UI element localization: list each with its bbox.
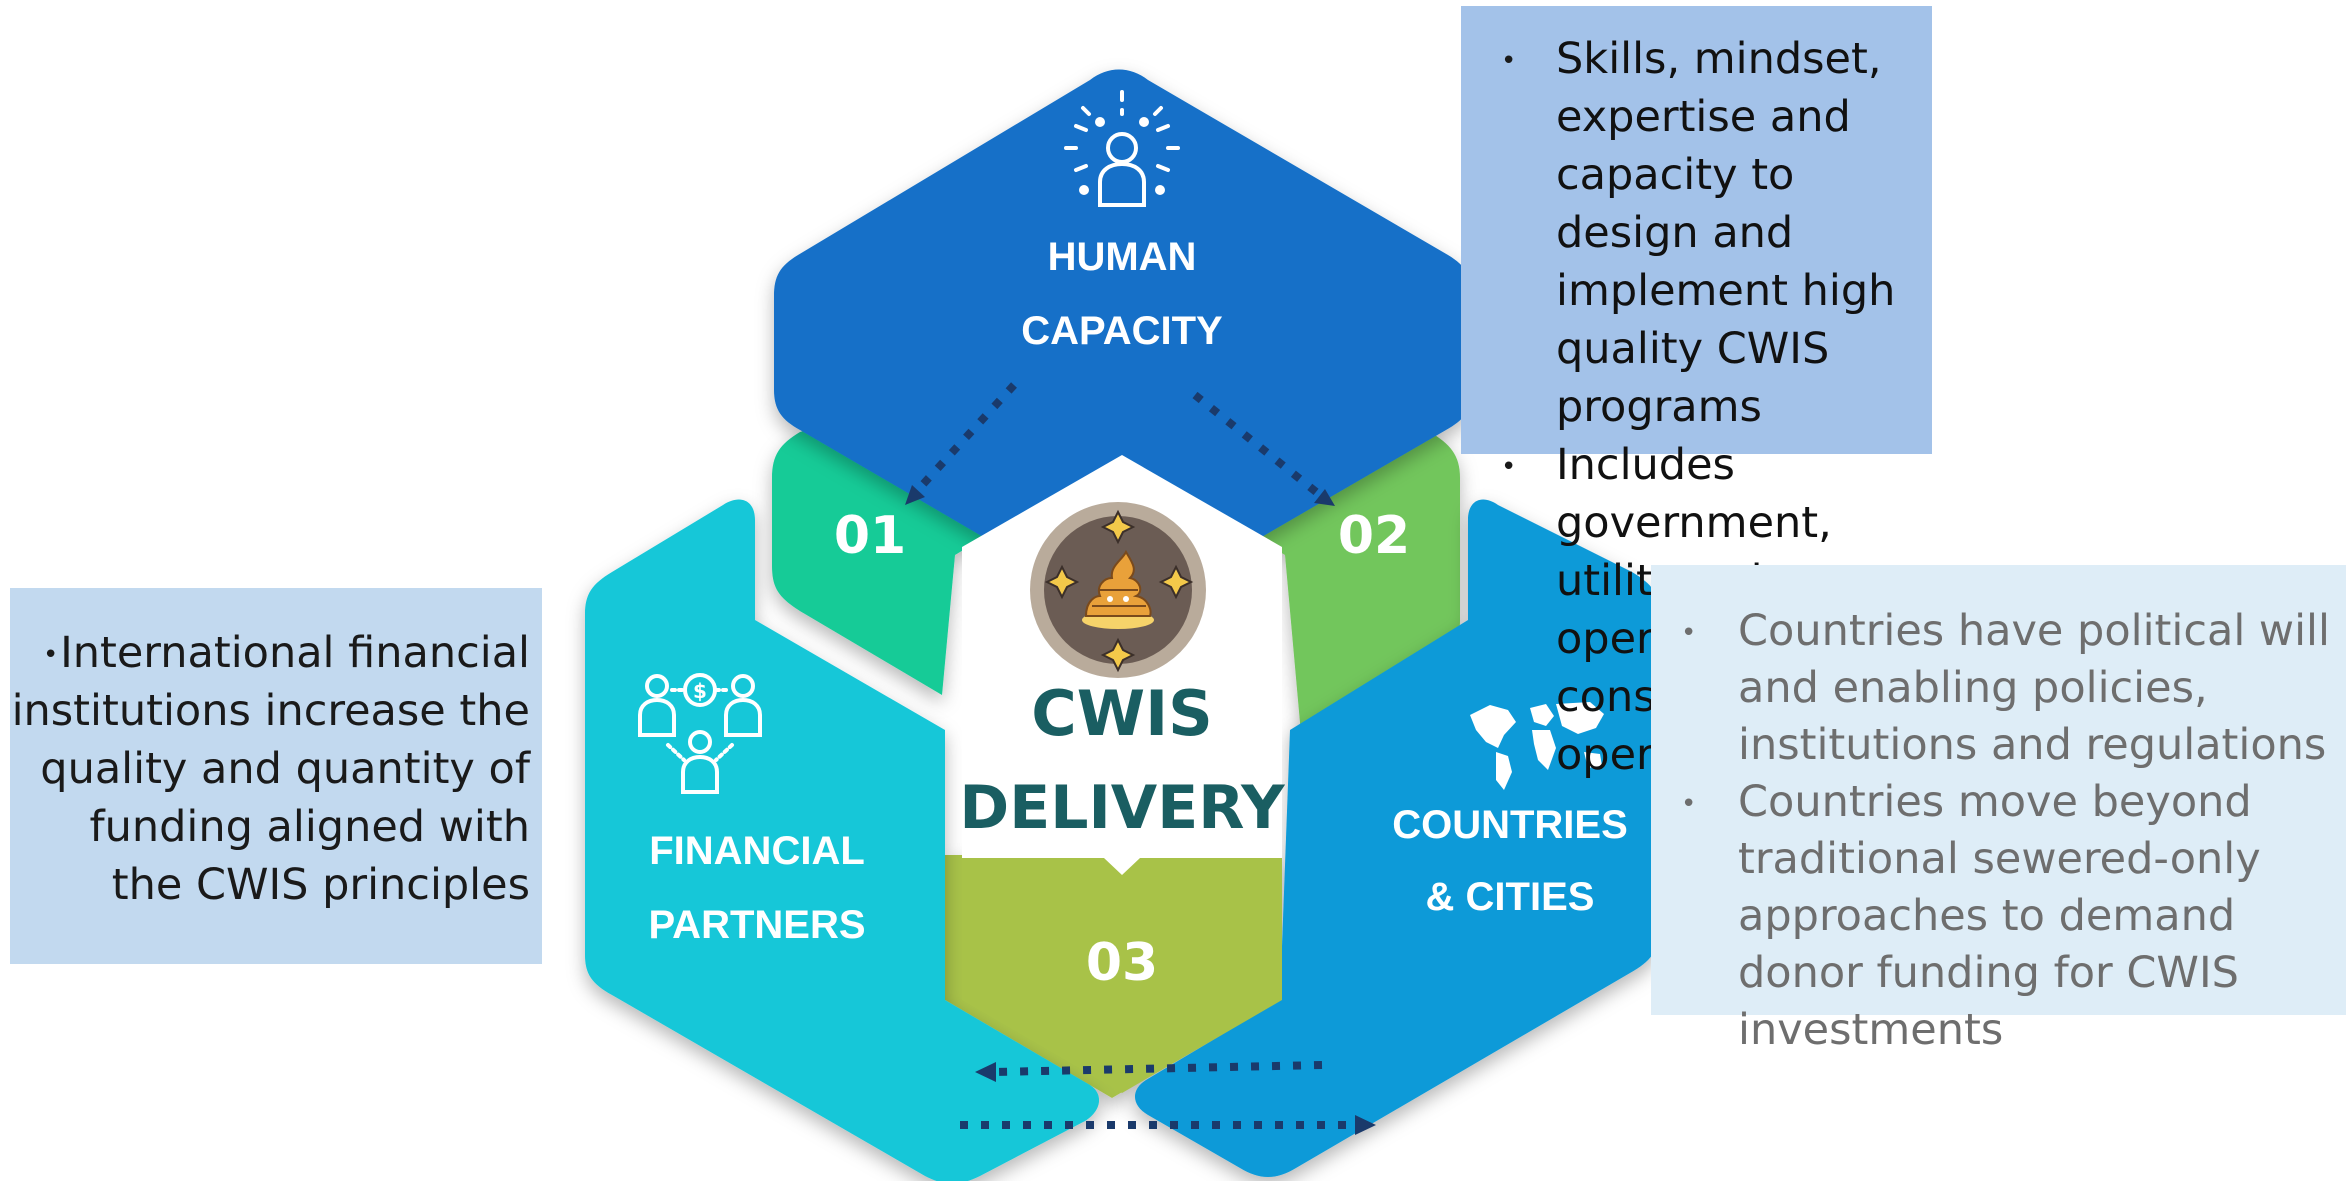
- financial-partners-label-line1: FINANCIAL: [649, 829, 865, 873]
- countries-cities-label-line1: COUNTRIES: [1392, 803, 1628, 847]
- callout-countries-cities-bullet-1: Countries have political will and enabli…: [1681, 603, 2336, 774]
- center-hexagon-divider: [962, 820, 1282, 875]
- callout-human-capacity-bullet-1: Skills, mindset, expertise and capacity …: [1501, 30, 1914, 436]
- poop-emoji-icon: [1082, 549, 1154, 629]
- human-capacity-label-line1: HUMAN: [1048, 235, 1197, 279]
- callout-financial-partners-text: International financial institutions inc…: [11, 628, 530, 910]
- center-hexagon-lower-fill: [962, 858, 1282, 1093]
- callout-countries-cities: Countries have political will and enabli…: [1651, 565, 2346, 1055]
- human-capacity-label-line2: CAPACITY: [1021, 309, 1223, 353]
- number-01: 01: [834, 506, 906, 566]
- callout-financial-partners-bullet-1: International financial institutions inc…: [10, 624, 542, 914]
- callout-countries-cities-bullet-2: Countries move beyond traditional sewere…: [1681, 774, 2336, 1059]
- arrow-capacity-to-02: [1192, 391, 1335, 506]
- person-idea-icon: [1064, 90, 1180, 207]
- center-title-line2: DELIVERY: [959, 773, 1286, 843]
- financial-partners-label-line2: PARTNERS: [648, 903, 865, 947]
- arrow-bottom-left: [975, 1061, 1323, 1082]
- svg-text:$: $: [693, 679, 707, 703]
- center-emblem: [1030, 502, 1206, 678]
- arrow-bottom-right: [960, 1115, 1376, 1135]
- sparkle-icons: [1044, 509, 1194, 673]
- arrow-capacity-to-01: [905, 382, 1017, 505]
- people-money-network-icon: $: [638, 673, 762, 794]
- number-02: 02: [1338, 506, 1410, 566]
- callout-human-capacity: Skills, mindset, expertise and capacity …: [1461, 6, 1932, 780]
- number-03: 03: [1086, 933, 1158, 993]
- countries-cities-label-line2: & CITIES: [1426, 875, 1595, 919]
- segment-financial-partners-shape: [585, 499, 1099, 1181]
- center-title-line1: CWIS: [1031, 677, 1213, 750]
- segment-countries-cities-shape: [1134, 499, 1660, 1177]
- callout-financial-partners: International financial institutions inc…: [10, 588, 542, 964]
